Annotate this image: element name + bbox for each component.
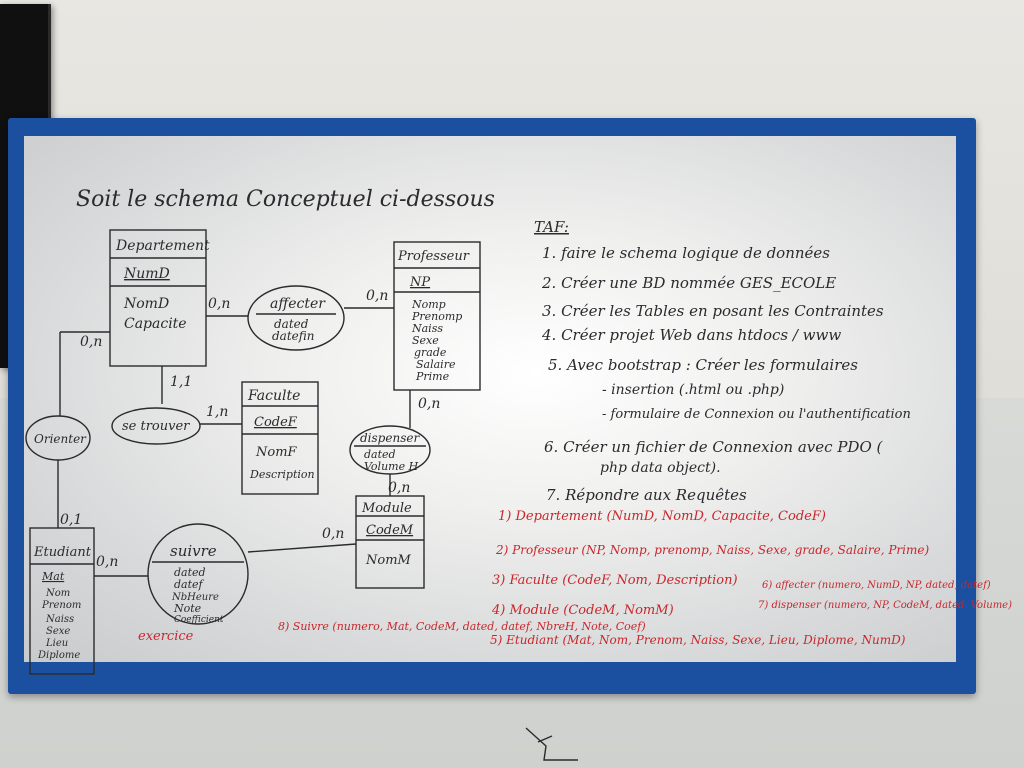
professeur-attr: Prime	[415, 370, 450, 383]
logical-schema-line: 8) Suivre (numero, Mat, CodeM, dated, da…	[278, 620, 646, 633]
relation-dispenser-name: dispenser	[360, 431, 420, 445]
relation-se-trouver	[111, 407, 201, 445]
module-attr-key: CodeM	[366, 523, 414, 538]
logical-schema-line: 5) Etudiant (Mat, Nom, Prenom, Naiss, Se…	[490, 633, 906, 647]
taf-item: 5. Avec bootstrap : Créer les formulaire…	[548, 356, 858, 374]
cardinality: 0,n	[322, 526, 344, 542]
taf-item: 6. Créer un fichier de Connexion avec PD…	[544, 438, 884, 456]
entity-faculte	[241, 381, 319, 495]
etudiant-attr-key: Mat	[41, 570, 65, 583]
cardinality: 0,n	[80, 334, 102, 350]
professeur-attr: Salaire	[416, 358, 456, 371]
taf-item: 4. Créer projet Web dans htdocs / www	[541, 326, 841, 344]
etudiant-attr: Diplome	[37, 650, 80, 661]
etudiant-attr: Sexe	[46, 626, 70, 637]
module-attr: NomM	[365, 553, 412, 568]
board-title: Soit le schema Conceptuel ci-dessous	[76, 187, 495, 212]
entity-departement-name: Departement	[115, 238, 210, 254]
taf-item: 2. Créer une BD nommée GES_ECOLE	[541, 274, 836, 292]
dispenser-attr: dated	[364, 448, 396, 461]
suivre-attr: datef	[174, 578, 205, 591]
cardinality: 0,n	[418, 396, 440, 412]
wall-mark	[525, 727, 578, 761]
professeur-attr-key: NP	[409, 275, 430, 290]
entity-faculte-name: Faculte	[247, 388, 300, 404]
suivre-attr: Coefficient	[174, 615, 224, 625]
entity-module	[355, 495, 425, 589]
dispenser-attr: Volume H	[364, 460, 419, 473]
faculte-attr-key: CodeF	[254, 415, 298, 430]
professeur-attr: Sexe	[412, 334, 439, 347]
departement-attr: NomD	[123, 296, 169, 312]
relation-orienter-name: Orienter	[34, 432, 87, 446]
relation-suivre	[147, 523, 249, 625]
professeur-attr: Nomp	[411, 298, 446, 311]
etudiant-attr: Nom	[45, 588, 70, 599]
logical-schema-line: 3) Faculte (CodeF, Nom, Description)	[492, 573, 738, 588]
relation-se-trouver-name: se trouver	[122, 419, 190, 434]
taf-item: - formulaire de Connexion ou l'authentif…	[602, 407, 911, 422]
faculte-attr: Description	[249, 468, 315, 481]
taf-item: 3. Créer les Tables en posant les Contra…	[542, 302, 884, 320]
cardinality: 1,n	[206, 404, 228, 420]
suivre-attr: NbHeure	[171, 592, 219, 603]
cardinality: 0,n	[366, 288, 388, 304]
logical-schema-line: 6) affecter (numero, NumD, NP, dated, da…	[762, 580, 991, 591]
relation-affecter	[247, 285, 345, 351]
whiteboard-drawing: Soit le schema Conceptuel ci-dessous Dep…	[25, 187, 1012, 675]
entity-etudiant	[29, 527, 95, 675]
etudiant-attr: Lieu	[45, 638, 68, 649]
suivre-attr: dated	[174, 566, 206, 579]
cardinality: 0,1	[60, 512, 82, 528]
taf-item: 1. faire le schema logique de données	[542, 244, 830, 262]
taf-item: 7. Répondre aux Requêtes	[546, 486, 747, 504]
cardinality: 1,1	[170, 374, 192, 390]
faculte-attr: NomF	[255, 445, 298, 460]
logical-schema-line: 7) dispenser (numero, NP, CodeM, dated, …	[758, 600, 1012, 611]
relation-suivre-name: suivre	[170, 542, 217, 560]
relation-affecter-name: affecter	[270, 296, 326, 312]
whiteboard: Soit le schema Conceptuel ci-dessous Dep…	[24, 136, 1012, 675]
etudiant-attr: Prenom	[41, 600, 81, 611]
suivre-attr: Note	[173, 602, 202, 615]
professeur-attr: Naiss	[411, 322, 443, 335]
taf-item: php data object).	[600, 460, 721, 476]
entity-professeur-name: Professeur	[397, 249, 470, 264]
exercice-label: exercice	[138, 629, 194, 644]
logical-schema-line: 1) Departement (NumD, NomD, Capacite, Co…	[498, 509, 826, 524]
affecter-attr: dated	[274, 317, 309, 331]
departement-attr: Capacite	[124, 316, 187, 332]
professeur-attr: grade	[414, 346, 447, 359]
etudiant-attr: Naiss	[45, 614, 74, 625]
affecter-attr: datefin	[272, 329, 315, 343]
logical-schema-line: 2) Professeur (NP, Nomp, prenomp, Naiss,…	[495, 543, 929, 557]
departement-attr-key: NumD	[123, 266, 170, 282]
cardinality: 0,n	[96, 554, 118, 570]
entity-professeur	[393, 241, 481, 391]
entity-etudiant-name: Etudiant	[33, 545, 92, 560]
taf-item: - insertion (.html ou .php)	[602, 382, 784, 398]
logical-schema-line: 4) Module (CodeM, NomM)	[491, 603, 674, 618]
taf-heading: TAF:	[534, 218, 569, 236]
cardinality: 0,n	[208, 296, 230, 312]
entity-module-name: Module	[361, 501, 412, 516]
entity-departement	[109, 229, 207, 367]
cardinality: 0,n	[388, 480, 410, 496]
professeur-attr: Prenomp	[411, 310, 462, 323]
